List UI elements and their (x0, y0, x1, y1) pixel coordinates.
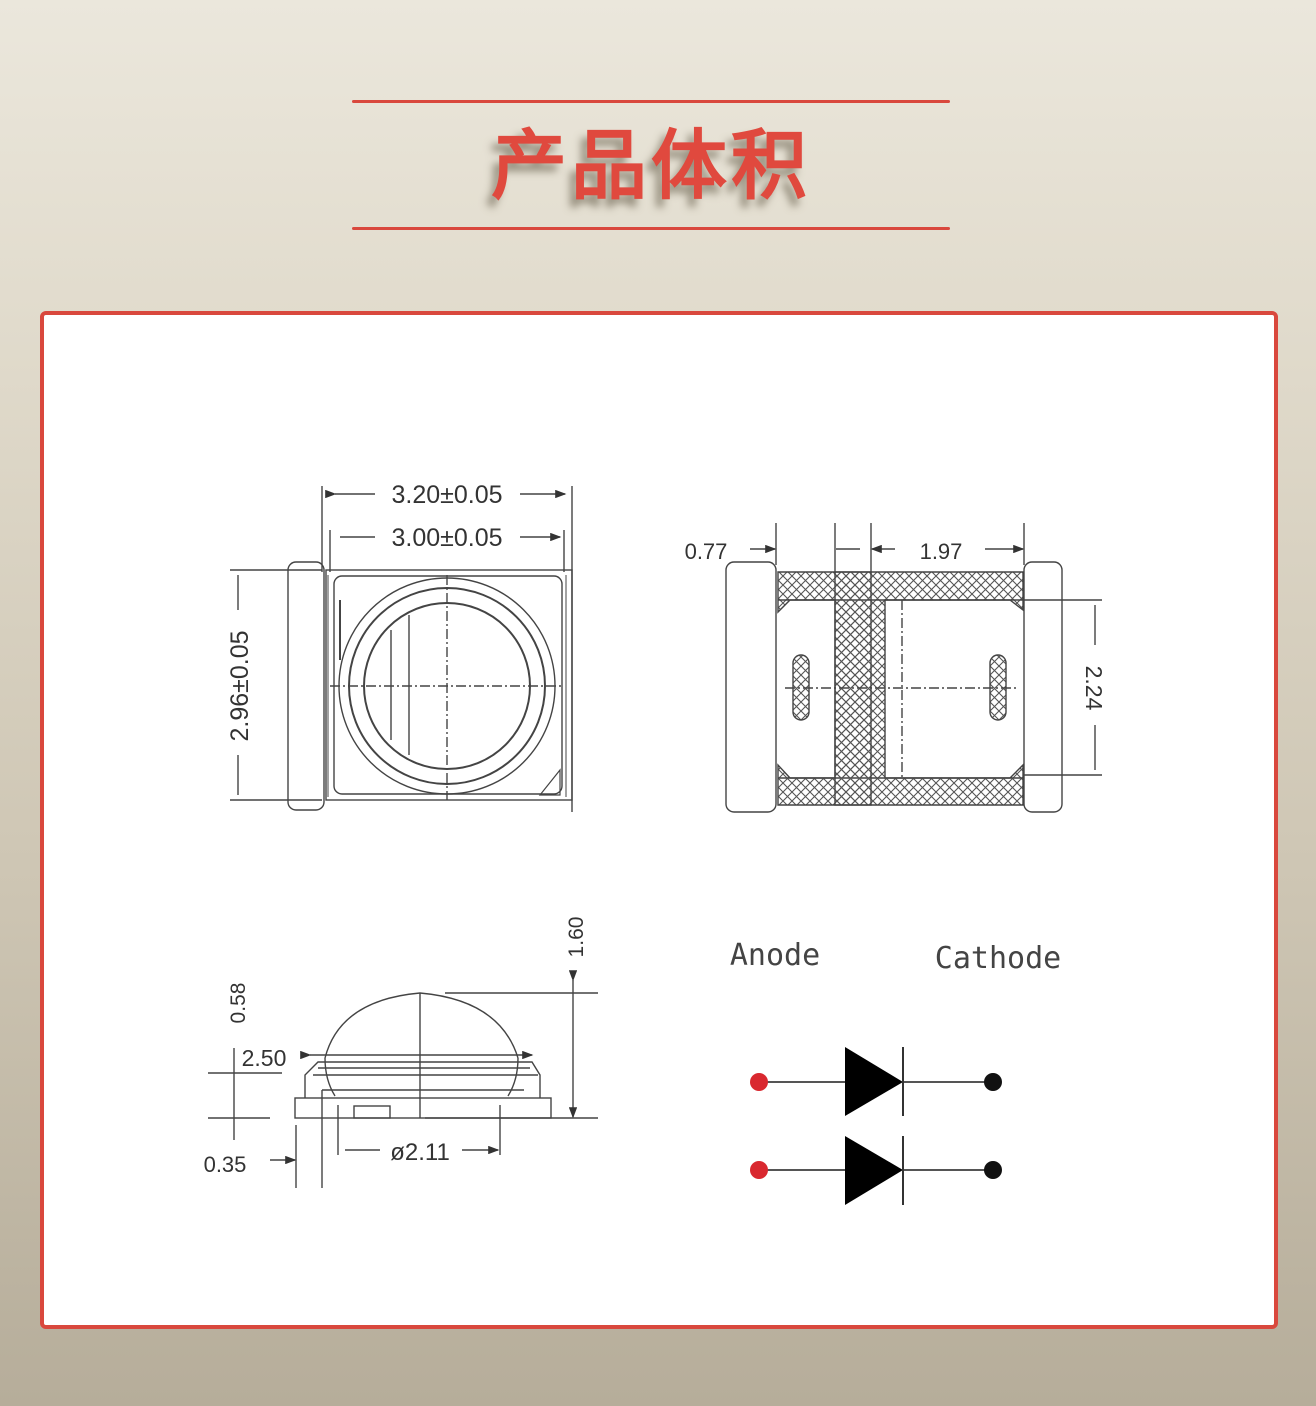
dim-height: 2.96±0.05 (226, 630, 254, 741)
title-rule-top (352, 100, 950, 103)
dim-base-offset: 0.35 (204, 1152, 247, 1177)
dim-lens-diameter: ø2.11 (390, 1139, 450, 1166)
cathode-terminal-icon (984, 1073, 1002, 1091)
bottom-view (725, 523, 1102, 813)
cathode-terminal-icon (984, 1161, 1002, 1179)
anode-label: Anode (730, 938, 820, 973)
diode-2 (750, 1136, 1002, 1205)
cathode-label: Cathode (935, 941, 1061, 976)
diode-1 (750, 1047, 1002, 1116)
dim-width-outer: 3.20±0.05 (391, 481, 502, 509)
dim-width-inner: 3.00±0.05 (391, 524, 502, 552)
title-rule-bottom (352, 227, 950, 230)
dim-pad-width: 0.77 (685, 539, 728, 564)
dim-total-height: 1.60 (565, 917, 588, 958)
dim-lens-width: 2.50 (242, 1045, 287, 1071)
top-view (230, 486, 573, 812)
dim-gap-width: 1.97 (920, 539, 963, 564)
dimensions-card (40, 311, 1278, 1329)
dim-pad-height: 2.24 (1081, 666, 1107, 711)
page-title: 产品体积 (491, 121, 811, 210)
anode-terminal-icon (750, 1161, 768, 1179)
side-view (208, 970, 598, 1188)
dim-lens-height: 0.58 (227, 983, 250, 1024)
diode-triangle-icon (845, 1136, 903, 1205)
diode-triangle-icon (845, 1047, 903, 1116)
anode-terminal-icon (750, 1073, 768, 1091)
